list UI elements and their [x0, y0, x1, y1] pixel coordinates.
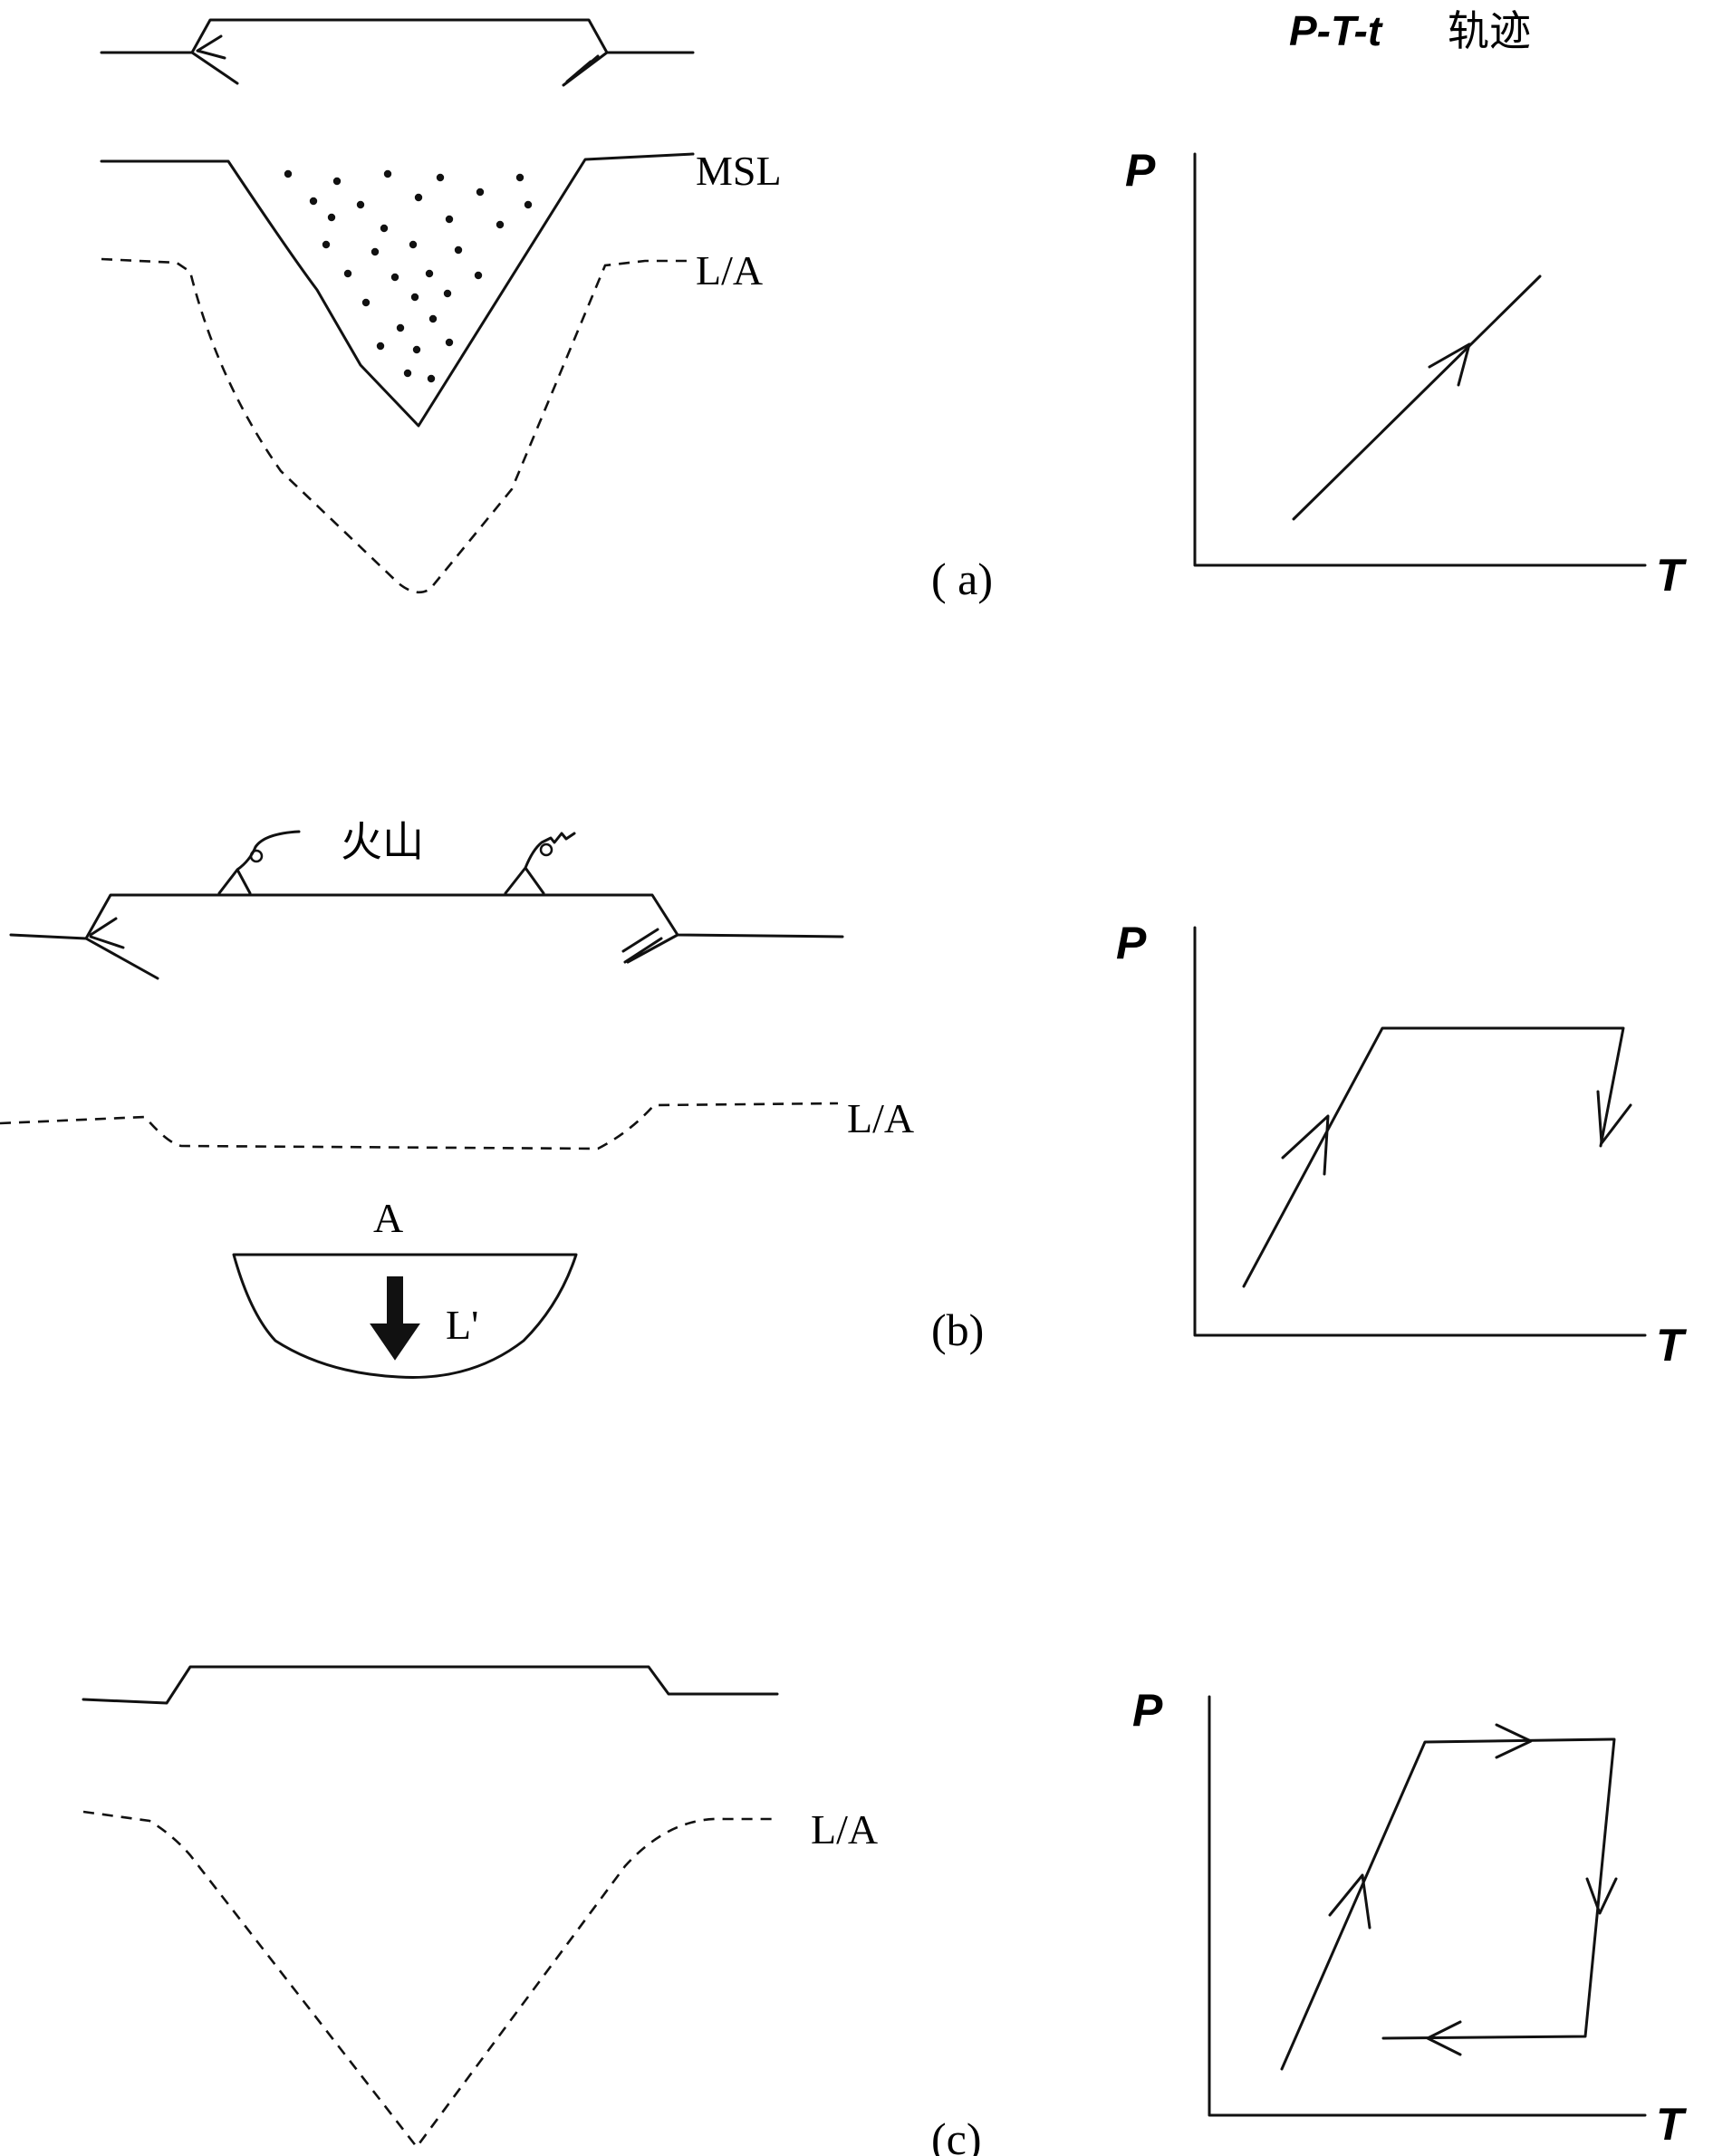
sediment-dot [496, 220, 505, 229]
panel-b-axis-p: P [1116, 918, 1147, 968]
panel-b-label: (b) [931, 1304, 984, 1355]
sediment-dot [436, 173, 445, 182]
header-title-italic: P-T-t [1289, 7, 1383, 54]
panel-a-axis-t: T [1656, 550, 1688, 601]
header-title-cn: 轨迹 [1448, 7, 1531, 54]
panel-b: 火山 L/A A L' (b) P T [0, 818, 1688, 1379]
panel-b-la-label: L/A [847, 1095, 914, 1141]
sediment-dot [343, 269, 352, 278]
panel-b-path-arrow-up [1281, 1114, 1330, 1176]
panel-c-axis-t: T [1656, 2099, 1688, 2150]
panel-a-label: ( a) [931, 553, 993, 604]
sediment-dot [409, 240, 418, 249]
sediment-dot [515, 173, 524, 182]
sediment-dot [425, 269, 434, 278]
sediment-dot [427, 374, 436, 383]
panel-b-down-arrow [370, 1276, 420, 1361]
panel-b-volcano-right-vent [539, 842, 553, 857]
sediment-dot [327, 213, 336, 222]
sediment-dot [414, 193, 423, 202]
panel-c-la-label: L/A [811, 1806, 878, 1853]
panel-a-top-surface [100, 18, 695, 54]
panel-a-axes [1193, 152, 1647, 567]
header: P-T-t 轨迹 [1289, 7, 1531, 54]
panel-b-block [232, 1253, 578, 1379]
panel-b-axes [1193, 926, 1647, 1337]
panel-c-arrow-up [1328, 1873, 1371, 1930]
sediment-dot [476, 188, 485, 197]
sediment-dot [524, 200, 533, 209]
panel-b-path [1242, 1026, 1625, 1288]
panel-a-la-line [101, 257, 688, 594]
panel-a-axis-p: P [1125, 145, 1156, 196]
sediment-dot [380, 224, 389, 233]
sediment-dot [376, 342, 385, 351]
sediment-dot [322, 240, 331, 249]
sediment-dot [284, 169, 293, 178]
panel-c-arrow-down [1585, 1877, 1618, 1915]
panel-a-basin-outline [100, 152, 695, 428]
panel-c-path [1280, 1737, 1616, 2071]
sediment-dot [474, 271, 483, 280]
panel-a-right-fault [562, 51, 609, 87]
panel-c: L/A (c) P T [82, 1665, 1688, 2156]
panel-a-path-arrow [1428, 342, 1471, 387]
panel-b-volcano-label: 火山 [341, 818, 424, 865]
panel-b-volcano-right [504, 832, 576, 895]
sediment-dot [383, 169, 392, 178]
panel-c-pt-plot: P T [1132, 1685, 1688, 2150]
sediment-dot [356, 200, 365, 209]
panel-c-arrow-right [1495, 1723, 1533, 1759]
panel-b-top-surface [9, 893, 844, 940]
panel-b-volcano-left [217, 830, 301, 895]
sediment-dot [410, 293, 419, 302]
panel-a-sediment-dots [284, 169, 533, 383]
panel-a: MSL L/A ( a) P T [100, 18, 1688, 604]
panel-c-arrow-left [1426, 2020, 1462, 2056]
panel-a-la-label: L/A [696, 247, 763, 294]
sediment-dot [445, 338, 454, 347]
panel-b-volcano-left-vent [249, 849, 264, 863]
panel-a-path [1292, 274, 1542, 521]
sediment-dot [412, 345, 421, 354]
panel-b-left-fault [84, 917, 159, 980]
sediment-dot [332, 177, 342, 186]
panel-b-right-fault [621, 928, 679, 964]
panel-c-label: (c) [931, 2113, 982, 2156]
sediment-dot [445, 215, 454, 224]
sediment-dot [403, 369, 412, 378]
sediment-dot [361, 298, 371, 307]
sediment-dot [443, 289, 452, 298]
sediment-dot [371, 247, 380, 256]
panel-a-left-fault [190, 34, 239, 85]
panel-b-la-line [0, 1102, 839, 1150]
sediment-dot [396, 323, 405, 332]
sediment-dot [390, 273, 399, 282]
panel-b-path-arrow-down [1596, 1090, 1632, 1145]
panel-c-axes [1208, 1695, 1647, 2117]
panel-c-la-line [82, 1810, 779, 2150]
panel-c-axis-p: P [1132, 1685, 1163, 1736]
panel-b-axis-t: T [1656, 1320, 1688, 1371]
panel-b-a-label: A [373, 1195, 403, 1241]
panel-a-msl-label: MSL [696, 148, 782, 194]
panel-c-top-surface [82, 1665, 779, 1705]
sediment-dot [454, 245, 463, 255]
panel-b-pt-plot: P T [1116, 918, 1688, 1371]
sediment-dot [309, 197, 318, 206]
panel-b-lprime-label: L' [446, 1302, 478, 1348]
sediment-dot [428, 314, 438, 323]
panel-a-pt-plot: P T [1125, 145, 1688, 601]
